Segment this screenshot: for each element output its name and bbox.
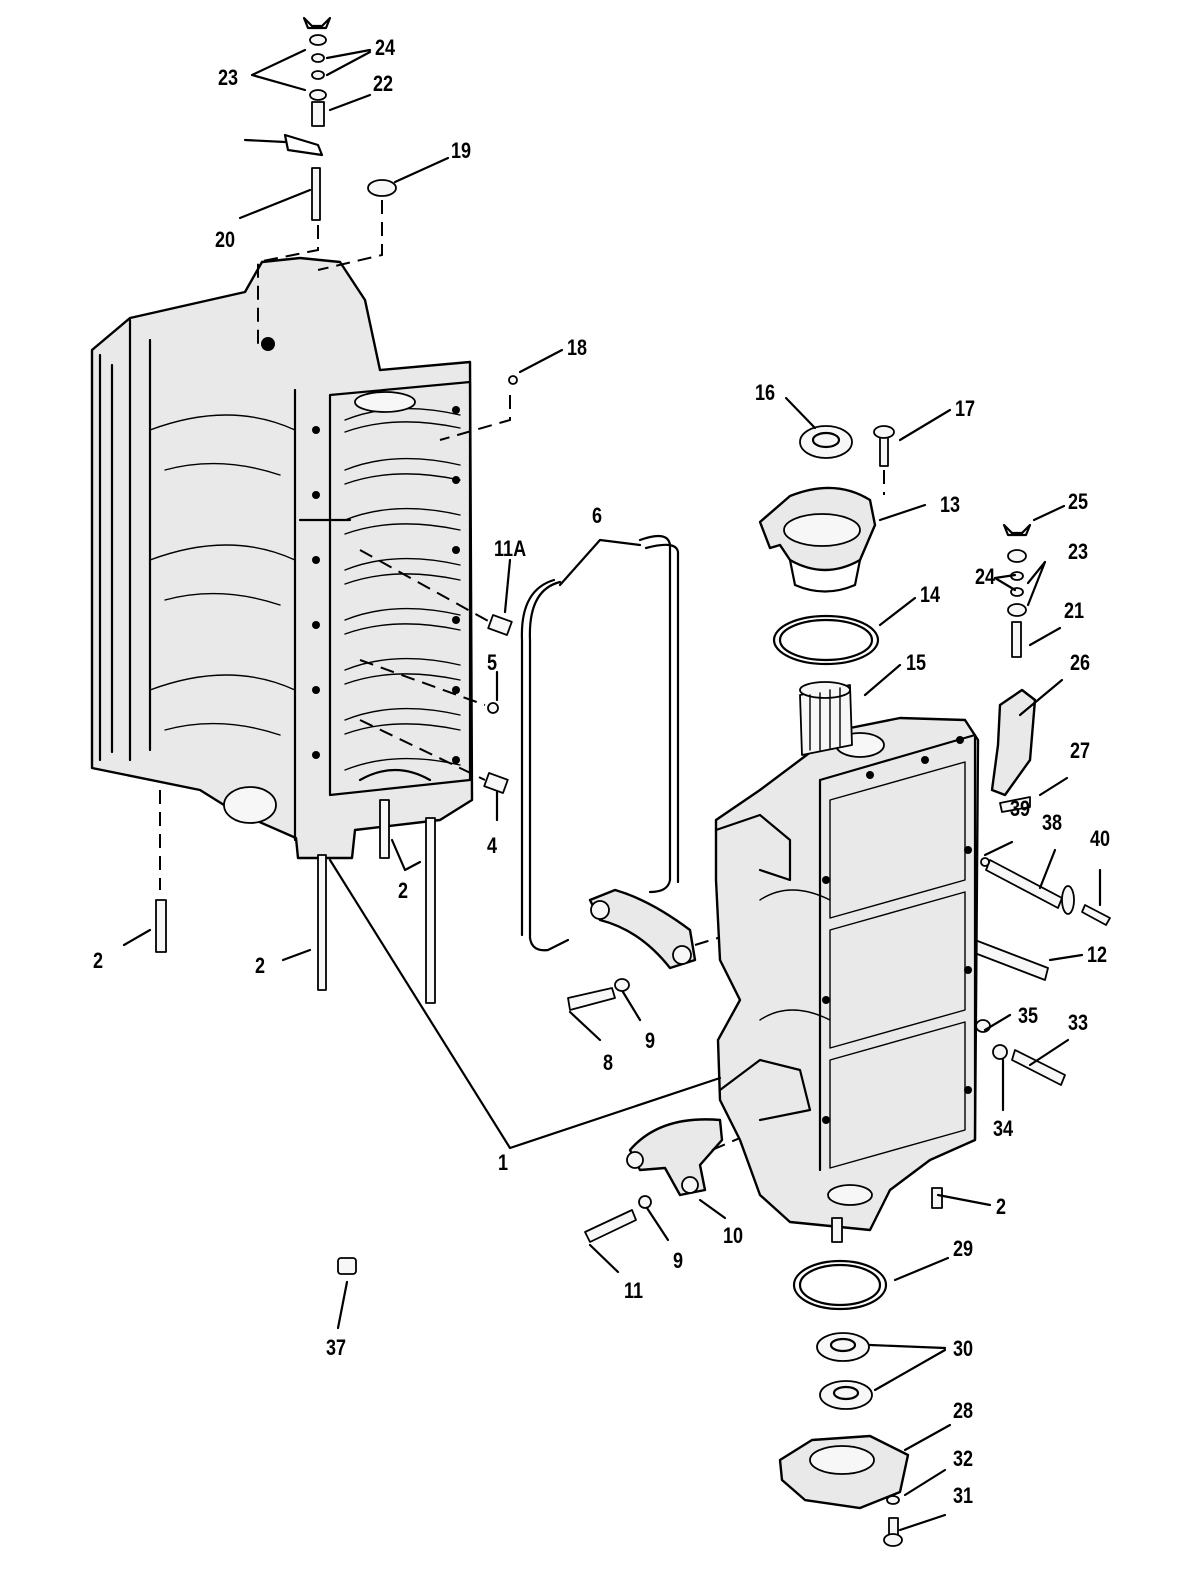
callout-24: 24	[975, 564, 996, 589]
crankcase-cover-right	[714, 716, 980, 1243]
callout-2: 2	[93, 948, 104, 973]
callout-32: 32	[953, 1446, 974, 1471]
bolts	[567, 796, 1111, 1243]
callout-24: 24	[375, 35, 396, 60]
callout-13: 13	[940, 492, 961, 517]
callout-2: 2	[996, 1194, 1007, 1219]
callout-12: 12	[1087, 942, 1108, 967]
callout-31: 31	[953, 1483, 974, 1508]
callout-9: 9	[673, 1248, 684, 1273]
dowel-pins	[359, 375, 518, 794]
callout-14: 14	[920, 582, 941, 607]
callout-18: 18	[567, 335, 588, 360]
callout-5: 5	[487, 650, 498, 675]
callout-16: 16	[755, 380, 776, 405]
top-bearing-assembly	[758, 425, 895, 756]
callout-20: 20	[215, 227, 236, 252]
callout-40: 40	[1090, 826, 1111, 851]
callout-15: 15	[906, 650, 927, 675]
callout-9: 9	[645, 1028, 656, 1053]
callout-2: 2	[398, 878, 409, 903]
callout-23: 23	[1068, 539, 1089, 564]
callout-23: 23	[218, 65, 239, 90]
callout-8: 8	[603, 1050, 614, 1075]
callout-26: 26	[1070, 650, 1091, 675]
callout-4: 4	[487, 833, 498, 858]
callout-2: 2	[255, 953, 266, 978]
transfer-tubes	[520, 534, 680, 952]
callout-25: 25	[1068, 489, 1089, 514]
callout-21: 21	[1064, 598, 1085, 623]
callout-30: 30	[953, 1336, 974, 1361]
callout-29: 29	[953, 1236, 974, 1261]
callout-37: 37	[326, 1335, 347, 1360]
callout-34: 34	[993, 1116, 1014, 1141]
right-top-hardware	[990, 523, 1037, 797]
leader-part-1	[328, 858, 722, 1150]
callout-22: 22	[373, 71, 394, 96]
callout-38: 38	[1042, 810, 1063, 835]
callout-28: 28	[953, 1398, 974, 1423]
callout-27: 27	[1070, 738, 1091, 763]
callout-35: 35	[1018, 1003, 1039, 1028]
bottom-seal-assembly	[337, 1257, 910, 1547]
callout-19: 19	[451, 138, 472, 163]
callout-11a: 11A	[494, 536, 527, 561]
callout-11: 11	[624, 1278, 644, 1303]
callout-6: 6	[592, 503, 603, 528]
callout-33: 33	[1068, 1010, 1089, 1035]
callout-39: 39	[1010, 796, 1031, 821]
studs-left-block	[155, 799, 436, 1004]
top-hardware-left	[159, 16, 511, 890]
callout-17: 17	[955, 396, 976, 421]
cylinder-block-left	[90, 256, 474, 860]
callout-1: 1	[498, 1150, 509, 1175]
callout-10: 10	[723, 1223, 744, 1248]
leader-lines	[122, 48, 1102, 1532]
